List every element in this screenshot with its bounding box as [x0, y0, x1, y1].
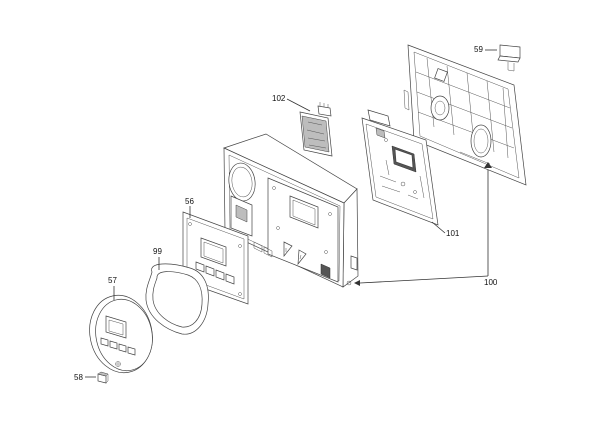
main-housing: [223, 133, 359, 288]
part-59-clip: [497, 44, 521, 72]
part-99-gasket: [145, 263, 209, 335]
leader-102: [286, 98, 311, 112]
callout-58: 58: [74, 373, 83, 382]
callout-99: 99: [153, 247, 162, 256]
callout-57: 57: [108, 276, 117, 285]
leader-100: [354, 162, 492, 286]
callout-100: 100: [484, 278, 498, 287]
part-102-board: [299, 102, 333, 157]
back-frame: [403, 44, 527, 186]
callout-101: 101: [446, 229, 460, 238]
part-58-knob: [97, 371, 109, 384]
leader-101: [431, 221, 446, 234]
callout-102: 102: [272, 94, 286, 103]
part-101-main-board: [361, 109, 439, 226]
callout-56: 56: [185, 197, 194, 206]
part-57-front-cover: [89, 294, 153, 374]
callout-59: 59: [474, 45, 483, 54]
